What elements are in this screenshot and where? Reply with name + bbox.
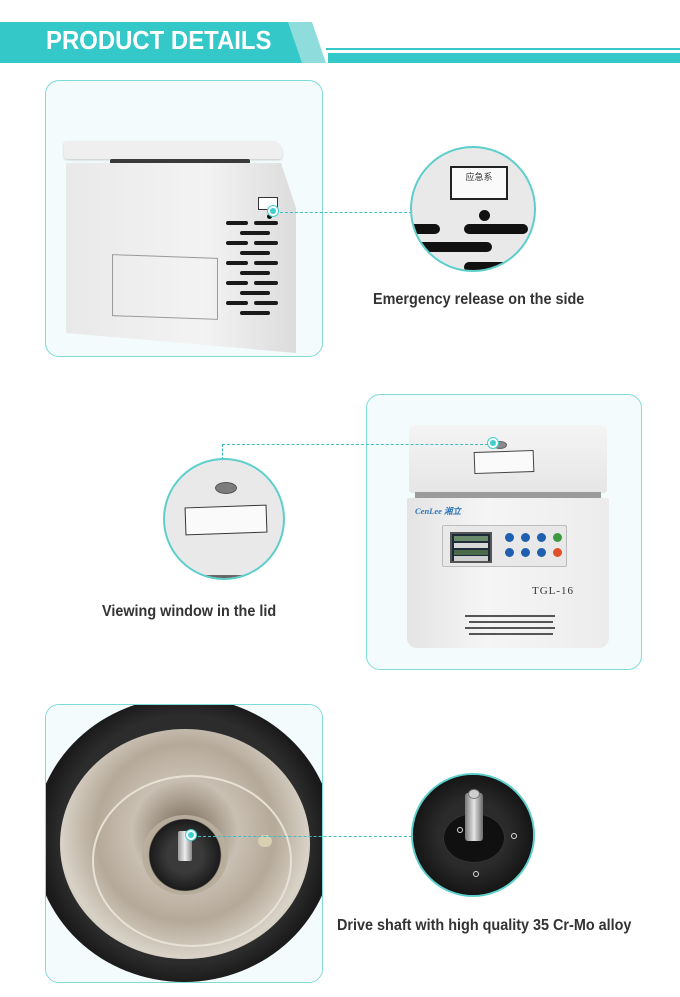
- lid-pin: [258, 835, 272, 847]
- front-view-image-card: CenLee 湘立 TGL-16: [366, 394, 642, 670]
- callout-line: [280, 212, 412, 213]
- control-button: [505, 533, 514, 542]
- control-button: [521, 548, 530, 557]
- start-button: [553, 533, 562, 542]
- emergency-label-closeup: 应急系: [450, 166, 508, 200]
- caption-drive-shaft: Drive shaft with high quality 35 Cr-Mo a…: [337, 917, 632, 934]
- banner-divider-bar: [328, 53, 680, 63]
- emergency-release-hole: [267, 214, 272, 219]
- lid-warning-label: [473, 449, 535, 475]
- control-button: [505, 548, 514, 557]
- device-lid: [64, 141, 282, 159]
- zoom-circle-viewing-window: [163, 458, 285, 580]
- banner-divider-line: [326, 48, 680, 50]
- caption-emergency-release: Emergency release on the side: [373, 291, 585, 308]
- callout-dot: [268, 206, 278, 216]
- viewing-window-closeup: [215, 482, 237, 494]
- chamber-image-card: [45, 704, 323, 983]
- lid-gap: [110, 159, 250, 165]
- emergency-release-hole-closeup: [479, 210, 490, 221]
- lid-gap-closeup: [165, 575, 283, 578]
- lid-warning-label-closeup: [184, 504, 268, 536]
- control-button: [537, 533, 546, 542]
- control-button: [521, 533, 530, 542]
- stop-button: [553, 548, 562, 557]
- callout-dot: [488, 438, 498, 448]
- chamber-ring: [92, 775, 292, 947]
- callout-line: [222, 444, 488, 445]
- zoom-circle-emergency-release: 应急系: [410, 146, 536, 272]
- side-view-image-card: [45, 80, 323, 357]
- model-label: TGL-16: [532, 585, 575, 597]
- device-side-body: [66, 163, 296, 353]
- screw-icon: [473, 871, 479, 877]
- caption-viewing-window: Viewing window in the lid: [102, 603, 277, 620]
- lid-gap: [415, 492, 601, 498]
- screw-icon: [511, 833, 517, 839]
- callout-dot: [186, 830, 196, 840]
- section-header-banner: PRODUCT DETAILS: [0, 19, 680, 63]
- banner-background: [0, 22, 310, 63]
- side-access-panel: [112, 254, 218, 320]
- drive-shaft-closeup: [465, 793, 483, 841]
- lcd-display: [450, 532, 492, 563]
- callout-line: [198, 836, 412, 837]
- page-title: PRODUCT DETAILS: [46, 25, 272, 55]
- control-button: [537, 548, 546, 557]
- callout-line: [222, 444, 223, 460]
- device-front-body: [407, 498, 609, 648]
- screw-icon: [457, 827, 463, 833]
- brand-logo: CenLee 湘立: [415, 506, 462, 516]
- zoom-circle-drive-shaft: [411, 773, 535, 897]
